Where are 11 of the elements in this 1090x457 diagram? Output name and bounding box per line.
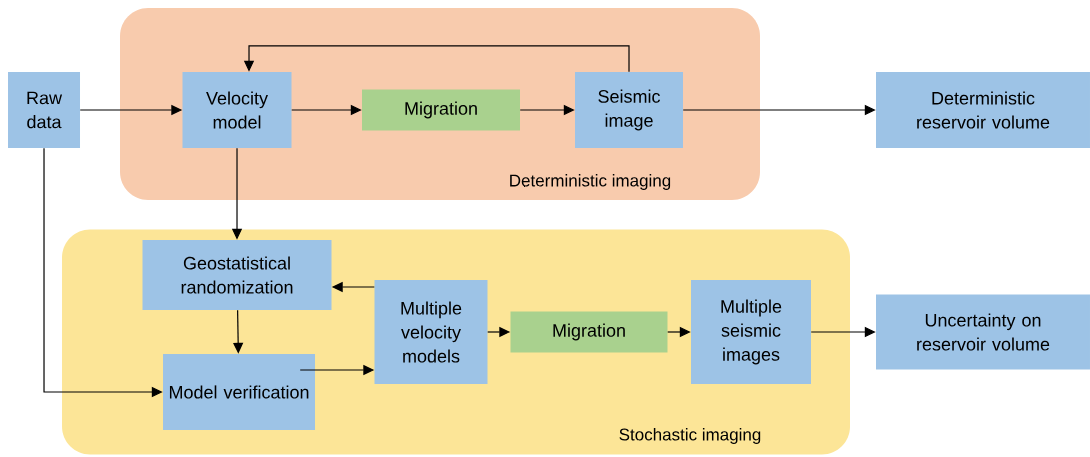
process-box: Uncertainty on reservoir volume	[876, 294, 1090, 370]
process-box: Deterministic reservoir volume	[876, 72, 1090, 148]
process-box: Seismic image	[575, 72, 683, 148]
process-box: Raw data	[8, 72, 80, 148]
process-box: Model verification	[163, 354, 315, 430]
process-box: Migration	[510, 311, 668, 353]
process-box: Velocity model	[182, 72, 292, 148]
process-box: Migration	[362, 89, 520, 131]
process-box: Geostatistical randomization	[142, 240, 332, 310]
process-box: Multiple seismic images	[691, 280, 811, 384]
process-box: Multiple velocity models	[374, 280, 488, 384]
